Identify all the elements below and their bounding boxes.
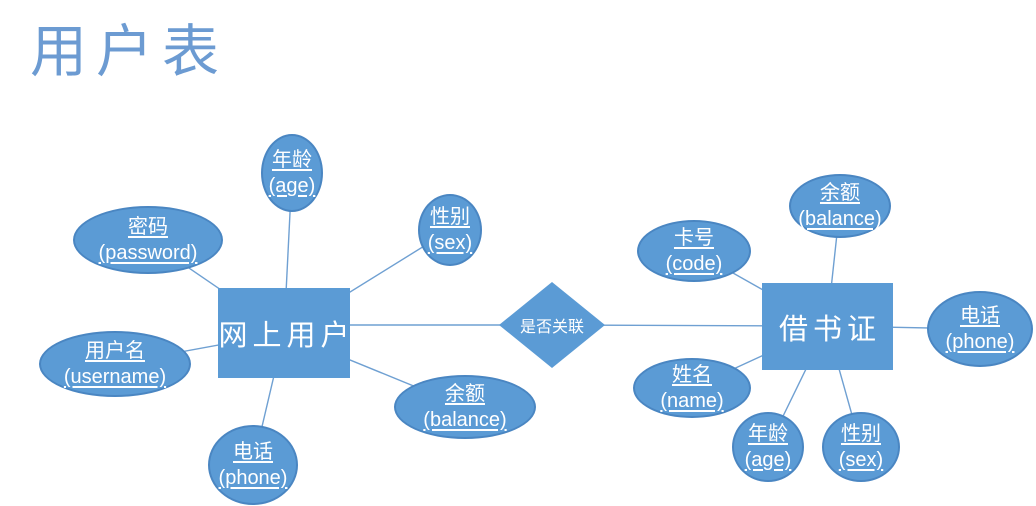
attribute-label-cn: 余额 [819, 182, 860, 204]
attribute-label: 卡号 (code) [666, 225, 723, 277]
attribute-label: 性别 (sex) [428, 204, 472, 256]
attribute-label-cn: 性别 [429, 206, 470, 228]
attribute-label: 年龄 (age) [745, 421, 792, 473]
attribute-label-cn: 性别 [840, 423, 881, 445]
attribute-username: 用户名 (username) [39, 331, 191, 397]
relationship-diamond: 是否关联 [499, 282, 605, 368]
attribute-sex-right: 性别 (sex) [822, 412, 900, 482]
attribute-code: 卡号 (code) [637, 220, 751, 282]
attribute-label-en: (code) [665, 253, 723, 275]
attribute-phone-left: 电话 (phone) [208, 425, 298, 505]
attribute-label-en: (balance) [423, 409, 507, 431]
attribute-balance-right: 余额 (balance) [789, 174, 891, 238]
entity-label: 借书证 [778, 313, 881, 346]
attribute-label: 性别 (sex) [839, 421, 883, 473]
attribute-label: 密码 (password) [99, 214, 198, 266]
attribute-label-en: (phone) [945, 331, 1015, 353]
attribute-password: 密码 (password) [73, 206, 223, 274]
attribute-age-right: 年龄 (age) [732, 412, 804, 482]
attribute-label: 姓名 (name) [660, 362, 723, 414]
attribute-label-cn: 年龄 [271, 149, 312, 171]
attribute-label-en: (sex) [427, 232, 473, 254]
attribute-label-cn: 余额 [444, 383, 485, 405]
attribute-label-en: (username) [63, 366, 167, 388]
attribute-name: 姓名 (name) [633, 358, 751, 418]
attribute-balance-left: 余额 (balance) [394, 375, 536, 439]
attribute-label-cn: 电话 [960, 305, 1000, 327]
attribute-label: 电话 (phone) [946, 303, 1015, 355]
entity-label: 网上用户 [218, 320, 355, 352]
relationship-label: 是否关联 [519, 319, 584, 336]
attribute-label-en: (balance) [798, 208, 882, 230]
attribute-label-en: (age) [268, 175, 316, 197]
attribute-label-en: (name) [660, 390, 724, 412]
attribute-label-en: (age) [744, 449, 792, 471]
entity-library-card: 借书证 [762, 283, 893, 370]
attribute-label-cn: 卡号 [673, 227, 714, 249]
attribute-label: 用户名 (username) [64, 338, 166, 390]
attribute-phone-right: 电话 (phone) [927, 291, 1033, 367]
attribute-label-cn: 电话 [233, 441, 273, 463]
attribute-label-cn: 密码 [127, 216, 168, 238]
page-title: 用户表 [30, 19, 228, 85]
attribute-label-cn: 用户名 [84, 340, 145, 362]
attribute-label: 电话 (phone) [219, 439, 288, 491]
attribute-label-cn: 姓名 [671, 364, 712, 386]
entity-online-user: 网上用户 [218, 288, 350, 378]
attribute-label-cn: 年龄 [747, 423, 788, 445]
attribute-label-en: (sex) [838, 449, 884, 471]
attribute-sex-left: 性别 (sex) [418, 194, 482, 266]
attribute-label-en: (password) [98, 242, 198, 264]
attribute-label: 年龄 (age) [269, 147, 316, 199]
attribute-label-en: (phone) [218, 467, 288, 489]
attribute-age-left: 年龄 (age) [261, 134, 323, 212]
attribute-label: 余额 (balance) [798, 180, 881, 232]
attribute-label: 余额 (balance) [423, 381, 506, 433]
